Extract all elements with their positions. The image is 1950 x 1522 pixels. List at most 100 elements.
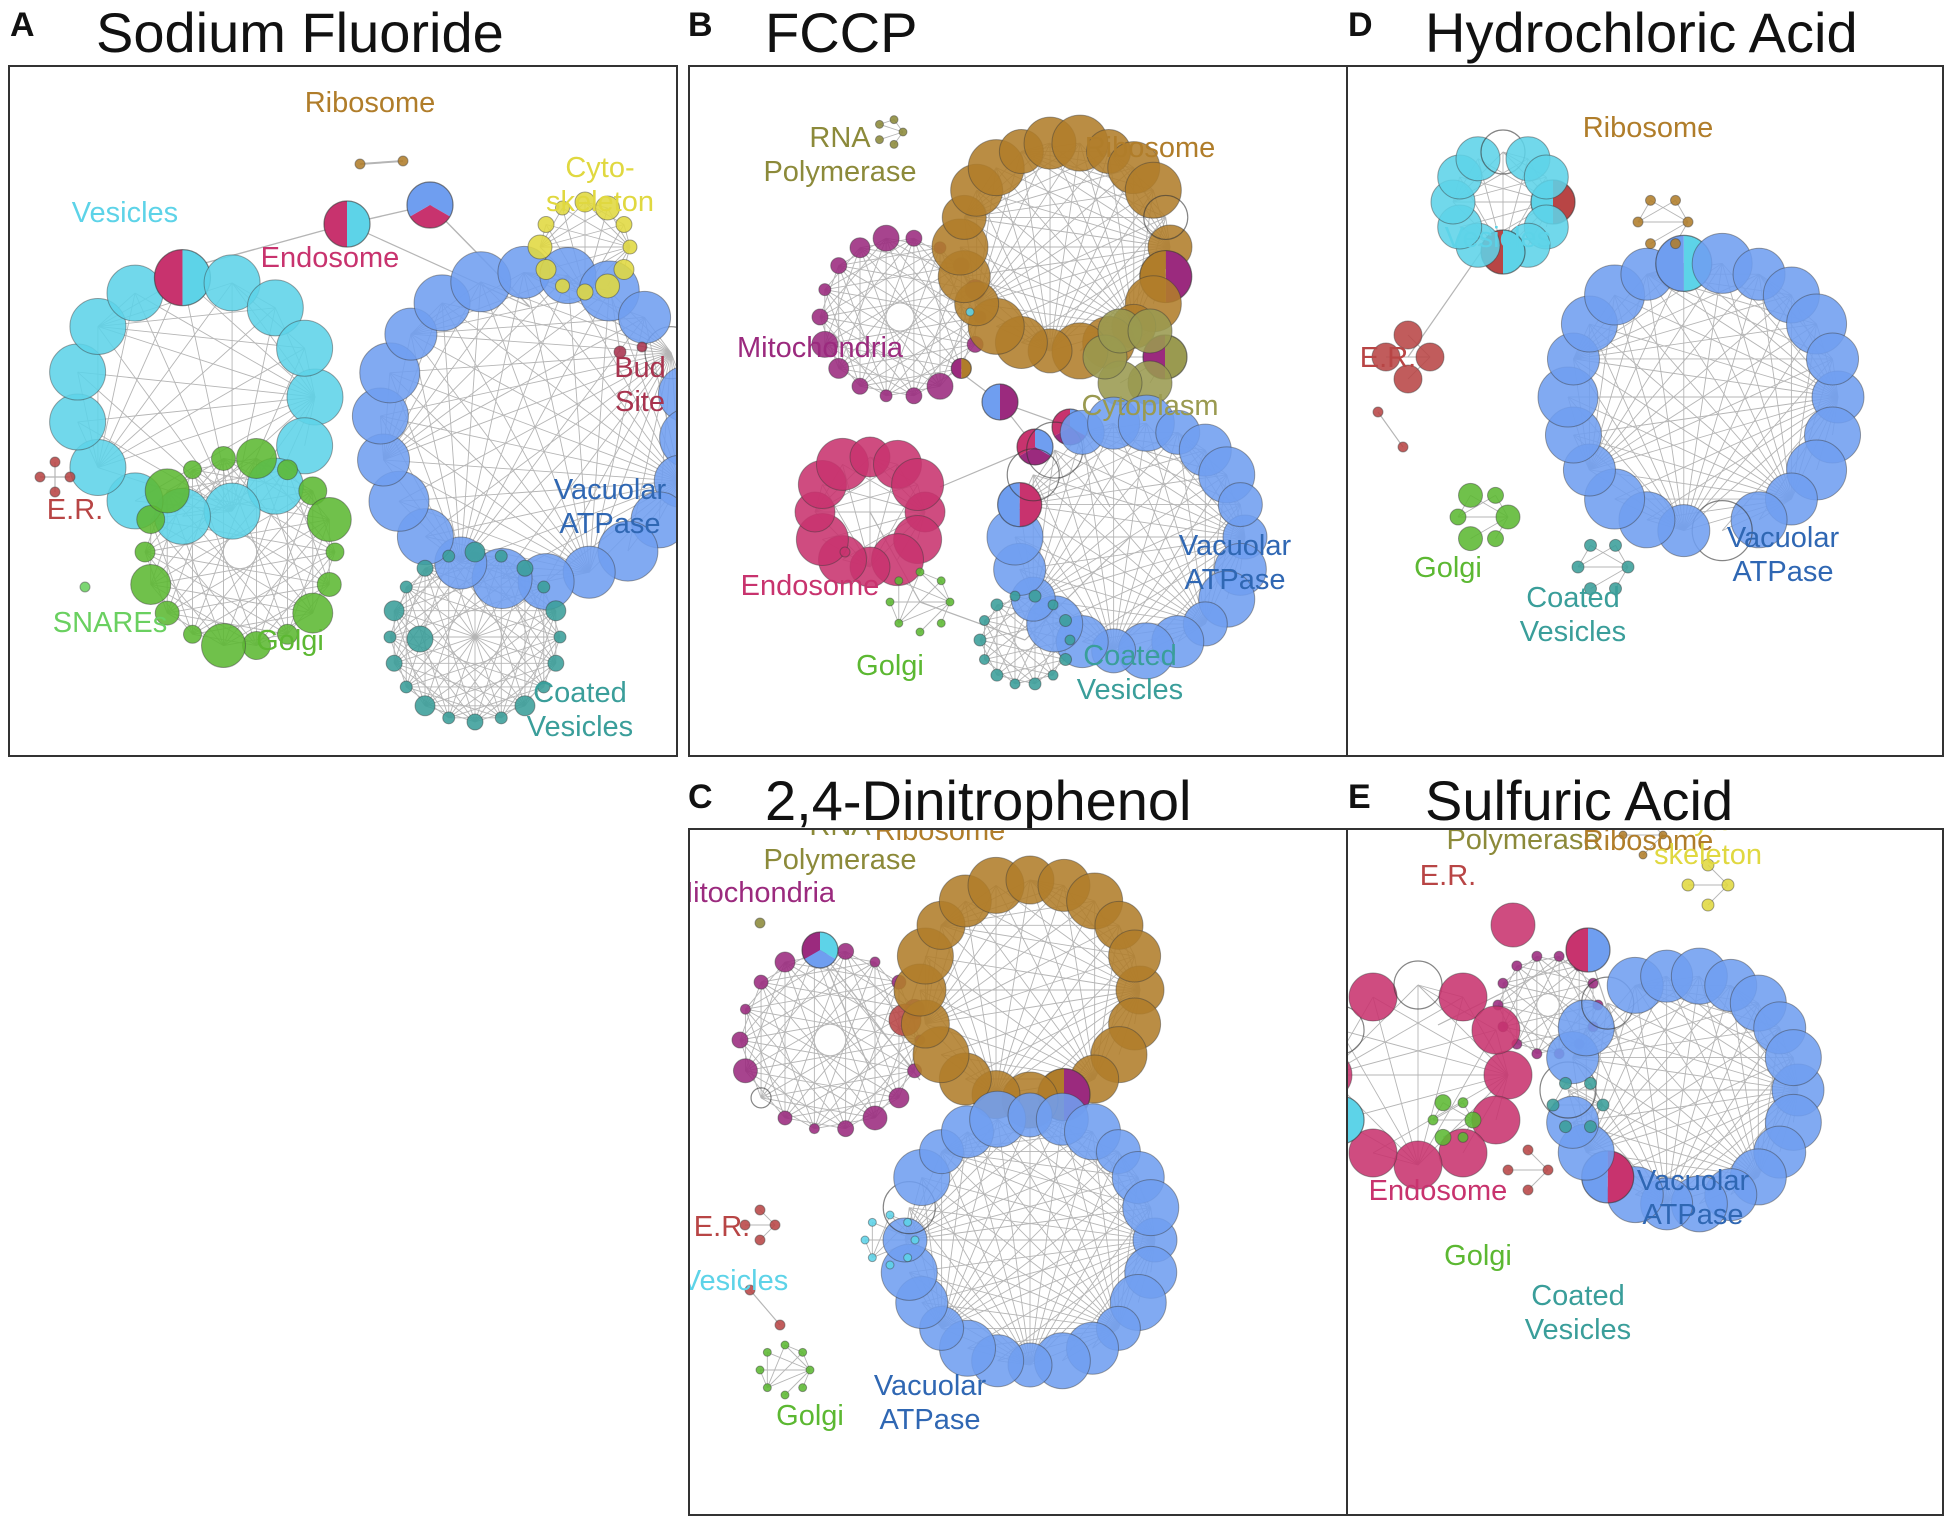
network-edge <box>745 951 846 1072</box>
node <box>1217 482 1263 528</box>
node <box>183 460 202 480</box>
network-edge <box>859 247 962 369</box>
multi-node <box>323 200 371 248</box>
node <box>49 456 61 468</box>
node <box>136 505 166 535</box>
network-edge <box>925 989 1141 1025</box>
network-edge <box>1683 358 1833 531</box>
network-edge <box>976 217 1166 305</box>
node <box>1632 216 1644 228</box>
network-edge <box>223 458 330 585</box>
node <box>1658 830 1668 840</box>
network-edge <box>1567 396 1792 500</box>
node <box>1438 1128 1488 1178</box>
node <box>762 1383 772 1393</box>
label-line: ATPase <box>1642 1199 1743 1231</box>
label-line: ATPase <box>1732 556 1833 588</box>
network-edge <box>921 1177 1031 1366</box>
network-edge <box>964 900 997 1095</box>
node <box>659 410 676 466</box>
network-edge <box>879 123 904 133</box>
network-edge <box>984 659 1054 676</box>
network-edge <box>1666 975 1759 1178</box>
network-edge <box>940 924 1135 957</box>
network-edge <box>1589 263 1723 471</box>
network-edge <box>1590 566 1629 590</box>
label-line: Vacuolar <box>1637 1165 1750 1197</box>
network-edge <box>976 189 1135 327</box>
network-edge <box>588 317 646 573</box>
network-edge <box>1586 1027 1799 1091</box>
pie-slice <box>1165 335 1187 379</box>
network-edge <box>1585 1027 1759 1178</box>
network-edge <box>1516 982 1594 1045</box>
network-edge <box>1589 323 1839 398</box>
network-edge <box>144 551 288 635</box>
node <box>1502 1164 1514 1176</box>
node <box>849 237 871 259</box>
node <box>1587 977 1599 989</box>
network-edge <box>859 316 981 387</box>
node <box>1124 161 1182 219</box>
node <box>1415 342 1445 372</box>
network-edge <box>824 343 915 397</box>
node <box>860 1235 870 1245</box>
network-edge <box>904 1177 1139 1241</box>
network-edge <box>749 1289 781 1326</box>
network-edge <box>1573 396 1839 436</box>
network-edge <box>941 1151 1031 1366</box>
network-edge <box>1516 965 1594 984</box>
node <box>49 486 61 498</box>
node <box>1638 850 1648 860</box>
node <box>808 1123 820 1135</box>
node <box>885 1210 895 1220</box>
network-edge <box>1348 984 1419 1056</box>
node <box>732 1058 758 1084</box>
network-edge <box>410 333 672 354</box>
node <box>885 1260 895 1270</box>
network-edge <box>941 1131 1093 1329</box>
node <box>1806 332 1860 386</box>
panel-e-network: MitochondriaRNAPolymeraseRibosomeCyto-sk… <box>1346 828 1944 1516</box>
node <box>915 567 925 577</box>
node <box>1670 194 1681 206</box>
label-line: Coated <box>1083 640 1177 672</box>
node <box>201 623 247 669</box>
network-edge <box>460 281 482 564</box>
network-edge <box>838 247 941 267</box>
network-edge <box>760 961 876 1099</box>
label-line: Endosome <box>741 570 880 602</box>
network-edge <box>97 277 183 468</box>
node <box>130 563 172 605</box>
network-edge <box>898 571 921 624</box>
node <box>537 216 555 233</box>
pie-slice <box>182 249 211 306</box>
node <box>1047 599 1059 611</box>
network-edge <box>784 1117 846 1130</box>
network-edge <box>813 951 876 1119</box>
multi-node <box>801 931 839 969</box>
cluster-label: Ribosome <box>305 87 436 119</box>
node <box>978 654 990 666</box>
network-edge <box>1585 1002 1759 1153</box>
node <box>1393 1140 1443 1190</box>
network-edge <box>394 610 556 664</box>
network-edge <box>383 290 610 461</box>
network-edge <box>838 367 941 387</box>
node <box>203 254 261 312</box>
network-edge <box>1019 474 1227 506</box>
network-edge <box>819 316 976 345</box>
network-edge <box>524 610 557 706</box>
network-edge <box>97 292 136 468</box>
node <box>397 155 409 167</box>
node <box>754 1204 766 1216</box>
network-edge <box>1589 323 1817 471</box>
network-edge <box>670 352 676 378</box>
multi-node <box>997 482 1043 528</box>
node <box>1618 830 1628 840</box>
node <box>399 580 413 594</box>
node <box>1522 1184 1534 1196</box>
network-edge <box>1666 1002 1759 1205</box>
label-line: Vacuolar <box>554 474 667 506</box>
